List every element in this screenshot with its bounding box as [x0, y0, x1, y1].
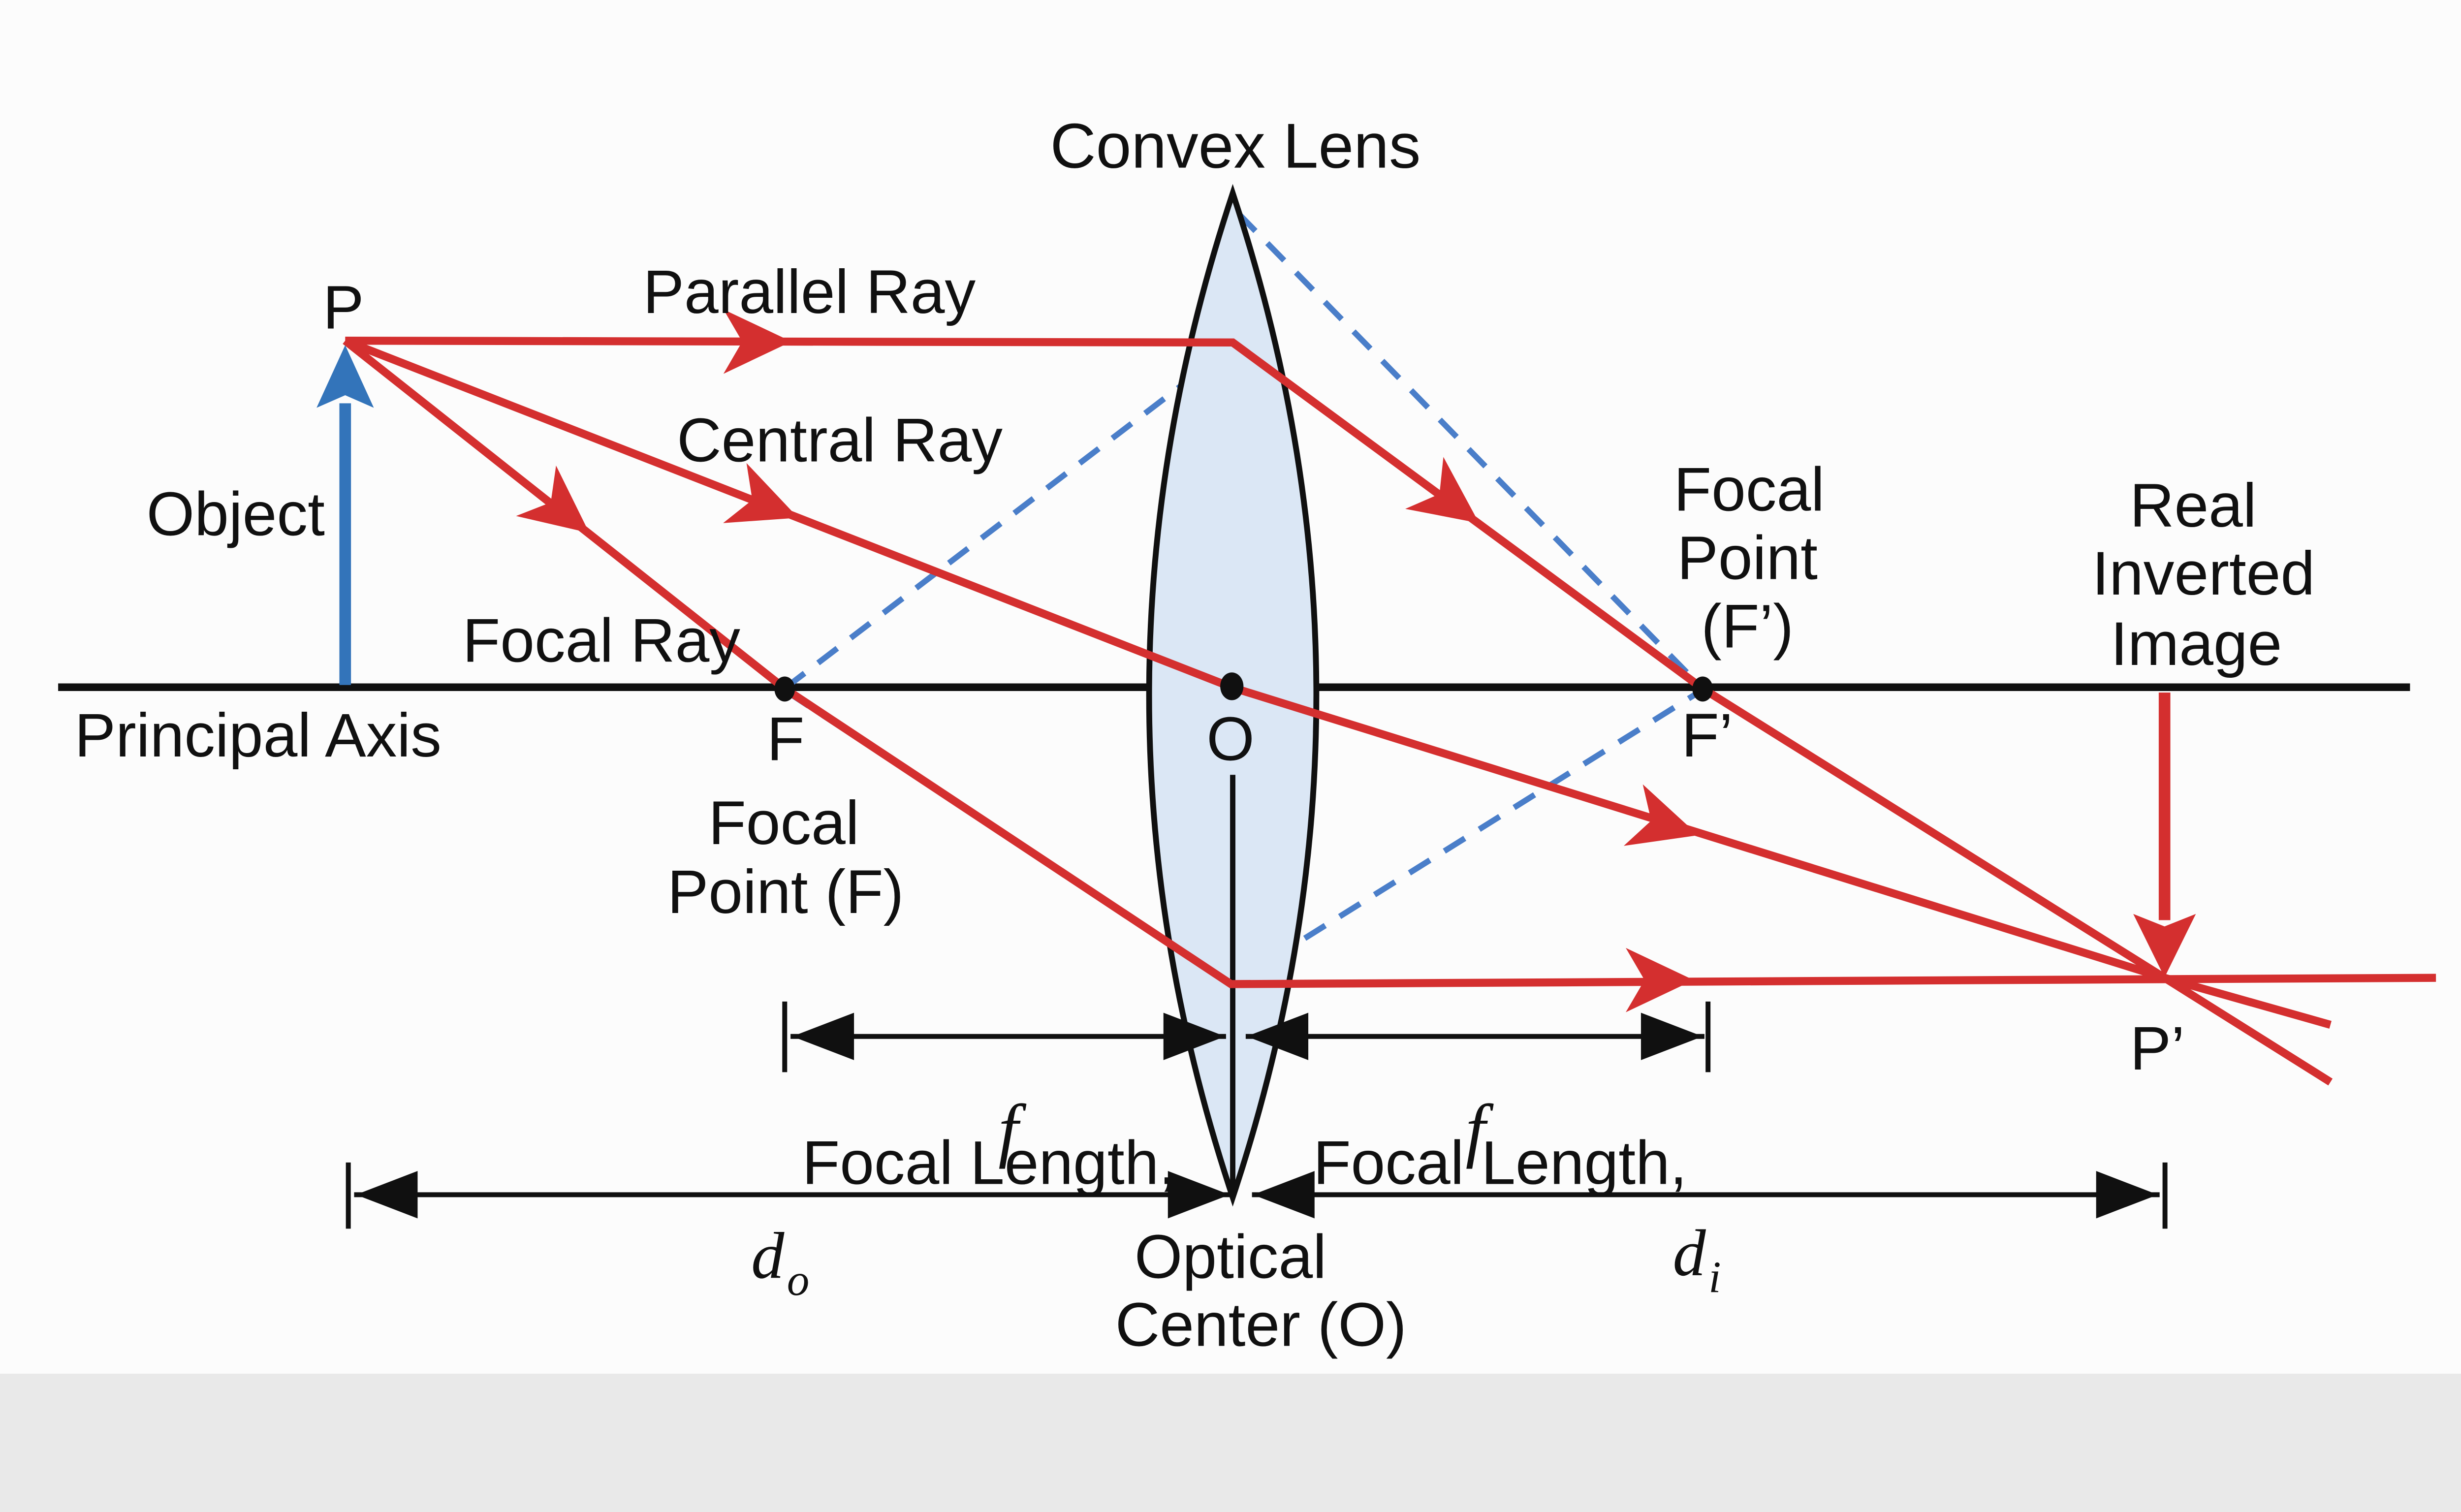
image-arrow	[2133, 693, 2196, 977]
image-distance-label: di	[1673, 1217, 1721, 1302]
central-ray-arrowhead-icon	[723, 463, 798, 523]
focal-point-f-label-line2: Point (F)	[667, 857, 904, 926]
light-rays	[343, 309, 2436, 1086]
optical-center-label-line2: Center (O)	[1115, 1290, 1407, 1359]
focal-point-f-prime-label-line1: Focal	[1674, 455, 1825, 524]
refracted-parallel-ray-arrowhead-icon	[1405, 457, 1480, 523]
real-inverted-image-label-line3: Image	[2111, 609, 2282, 678]
construction-dashed-bottombend-to-fprime	[1233, 690, 1700, 984]
real-inverted-image-label-line1: Real	[2130, 471, 2257, 540]
diagram-canvas: Convex Lens P Parallel Ray Central Ray O…	[0, 0, 2461, 1374]
construction-dashed-topbend-to-f	[787, 346, 1231, 688]
central-ray-label: Central Ray	[677, 406, 1003, 474]
point-f-label: F	[767, 704, 805, 773]
object-distance-label: do	[751, 1219, 809, 1305]
focal-point-f-label-line1: Focal	[708, 788, 859, 857]
convex-lens-ray-diagram: Convex Lens P Parallel Ray Central Ray O…	[58, 110, 2436, 1359]
optical-center-label-line1: Optical	[1135, 1222, 1326, 1291]
point-f-prime-label: F’	[1681, 701, 1733, 770]
dimension-arrowhead-icon	[2096, 1171, 2158, 1219]
principal-axis-label: Principal Axis	[74, 701, 441, 770]
focal-ray-label: Focal Ray	[463, 606, 741, 675]
dimension-arrowhead-icon	[792, 1012, 854, 1060]
dimension-arrowhead-icon	[1246, 1012, 1309, 1060]
object-arrow	[316, 345, 374, 685]
focal-point-f-dot	[774, 676, 795, 702]
diagram-title: Convex Lens	[1050, 111, 1421, 182]
focal-length-label-right: Focal Length,	[1313, 1129, 1687, 1197]
parallel-ray-label: Parallel Ray	[643, 257, 976, 326]
object-arrow-head-icon	[316, 345, 374, 408]
dimension-arrowhead-icon	[1253, 1171, 1315, 1219]
focal-point-f-prime-label-line2: Point	[1677, 523, 1818, 592]
dimension-arrowhead-icon	[1167, 1171, 1230, 1219]
refracted-focal-ray-arrowhead-icon	[1626, 947, 1694, 1012]
distance-dimension	[346, 1162, 2168, 1229]
image-distance-subscript: i	[1708, 1252, 1721, 1302]
refracted-central-ray-arrowhead-icon	[1623, 784, 1699, 846]
dimension-arrowhead-icon	[356, 1171, 418, 1219]
focal-point-f-prime-label-line3: (F’)	[1701, 592, 1794, 661]
point-o-label: O	[1206, 704, 1255, 773]
focal-length-dimension	[782, 1001, 1711, 1072]
dimension-arrowhead-icon	[1163, 1012, 1226, 1060]
dimension-arrowhead-icon	[1641, 1012, 1703, 1060]
central-ray-line	[344, 337, 2332, 1029]
point-p-label: P	[323, 273, 364, 342]
object-distance-symbol: d	[751, 1219, 785, 1292]
real-inverted-image-label-line2: Inverted	[2092, 539, 2315, 608]
construction-dashed-lenstop-to-fprime	[1236, 212, 1702, 687]
object-distance-subscript: o	[787, 1255, 809, 1305]
image-arrow-head-icon	[2133, 914, 2196, 977]
focal-length-label-left: Focal Length,	[802, 1129, 1176, 1197]
parallel-ray-arrowhead-icon	[723, 309, 791, 374]
parallel-ray-line	[345, 337, 2333, 1086]
focal-point-f-prime-dot	[1692, 676, 1713, 702]
object-label: Object	[147, 479, 325, 548]
focal-ray-arrowhead-icon	[516, 465, 590, 533]
focal-ray-line	[343, 337, 2436, 988]
optical-center-dot	[1220, 672, 1244, 700]
point-p-prime-label: P’	[2130, 1014, 2184, 1083]
image-distance-symbol: d	[1673, 1217, 1706, 1290]
